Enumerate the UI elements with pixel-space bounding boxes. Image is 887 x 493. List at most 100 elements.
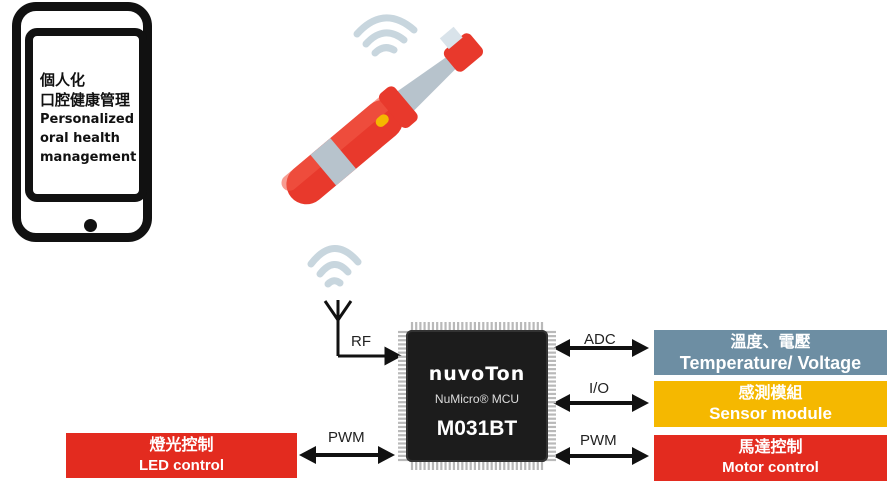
chip-pin: [486, 460, 489, 470]
chip-pin: [546, 359, 556, 363]
chip-pin: [546, 330, 556, 334]
chip-pin: [546, 442, 556, 445]
led-zh: 燈光控制: [149, 435, 214, 454]
temperature-voltage-block: 溫度、電壓 Temperature/ Voltage: [654, 330, 887, 375]
chip-pin: [415, 460, 418, 470]
chip-model: M031BT: [436, 417, 518, 440]
toothbrush-icon: [281, 26, 484, 205]
chip-pin: [431, 322, 435, 332]
chip-pin: [519, 322, 523, 332]
chip-pin: [398, 401, 408, 404]
chip-pin: [398, 343, 408, 346]
connection-arrows: [312, 346, 636, 458]
chip-pin: [398, 335, 408, 338]
chip-subtitle: NuMicro® MCU: [434, 392, 520, 406]
chip-pin: [427, 322, 430, 332]
led-en: LED control: [139, 457, 224, 474]
chip-pin: [546, 380, 556, 383]
chip-pin: [546, 454, 556, 457]
chip-pin: [398, 368, 408, 371]
chip-pin: [498, 322, 502, 332]
chip-pin: [398, 380, 408, 383]
chip-pin: [452, 322, 456, 332]
chip-pin: [398, 384, 408, 387]
chip-pin: [469, 460, 472, 470]
chip-pin: [536, 322, 539, 332]
motor-zh: 馬達控制: [738, 437, 803, 456]
phone-line-5: management: [40, 150, 137, 165]
antenna-icon: [323, 300, 403, 366]
chip-pin: [419, 322, 422, 332]
chip-pin: [398, 376, 408, 379]
sensor-zh: 感測模組: [738, 383, 803, 402]
motor-control-block: 馬達控制 Motor control: [654, 435, 887, 481]
chip-pin: [423, 460, 426, 470]
chip-pin: [532, 322, 535, 332]
chip-icon: [398, 322, 556, 470]
chip-pin: [482, 460, 485, 470]
chip-pin: [546, 351, 556, 354]
chip-pin: [546, 409, 556, 412]
chip-pin: [511, 322, 514, 332]
chip-pin: [486, 322, 489, 332]
chip-pin: [398, 359, 408, 363]
chip-pin: [546, 355, 556, 358]
chip-pin: [465, 460, 468, 470]
chip-pin: [482, 322, 485, 332]
chip-pin: [461, 322, 464, 332]
chip-pin: [546, 363, 556, 367]
chip-pin: [410, 322, 414, 332]
chip-pin: [431, 460, 435, 470]
antenna-wifi-icon: [307, 245, 362, 288]
chip-pin: [436, 322, 439, 332]
chip-pin: [490, 460, 493, 470]
chip-pin: [415, 322, 418, 332]
chip-pin: [546, 372, 556, 375]
chip-pin: [398, 392, 408, 396]
chip-pin: [546, 421, 556, 424]
chip-pin: [427, 460, 430, 470]
chip-pin: [546, 339, 556, 342]
phone-line-2: 口腔健康管理: [40, 91, 131, 109]
chip-pin: [398, 425, 408, 429]
chip-pin: [457, 460, 460, 470]
chip-pin: [398, 458, 408, 462]
chip-pin: [457, 322, 460, 332]
chip-pin: [498, 460, 502, 470]
chip-pin: [536, 460, 539, 470]
chip-pin: [398, 355, 408, 358]
chip-pin: [546, 458, 556, 462]
sensor-module-block: 感測模組 Sensor module: [654, 381, 887, 427]
chip-pin: [398, 372, 408, 375]
chip-pin: [398, 347, 408, 350]
chip-pin: [490, 322, 493, 332]
chip-pin: [423, 322, 426, 332]
chip-pin: [398, 417, 408, 420]
chip-pin: [546, 368, 556, 371]
wifi-icon: [353, 14, 418, 57]
chip-pin: [398, 396, 408, 400]
temperature-en: Temperature/ Voltage: [679, 353, 862, 373]
temperature-zh: 溫度、電壓: [730, 332, 811, 351]
phone-text: 個人化 口腔健康管理 Personalized oral health mana…: [40, 70, 148, 167]
chip-pin: [503, 460, 506, 470]
chip-pin: [546, 438, 556, 441]
chip-pin: [507, 460, 510, 470]
chip-pin: [398, 339, 408, 342]
sensor-en: Sensor module: [709, 404, 832, 423]
chip-pin: [477, 460, 481, 470]
phone-line-3: Personalized: [40, 112, 135, 127]
led-control-block: 燈光控制 LED control: [66, 433, 297, 478]
chip-pin: [398, 363, 408, 367]
chip-pin: [546, 392, 556, 396]
chip-pin: [524, 322, 527, 332]
chip-pin: [546, 446, 556, 449]
motor-en: Motor control: [722, 459, 819, 476]
chip-pin: [469, 322, 472, 332]
chip-pin: [494, 322, 497, 332]
chip-pin: [515, 322, 518, 332]
chip-pin: [473, 322, 477, 332]
chip-pin: [398, 351, 408, 354]
chip-pin: [546, 413, 556, 416]
